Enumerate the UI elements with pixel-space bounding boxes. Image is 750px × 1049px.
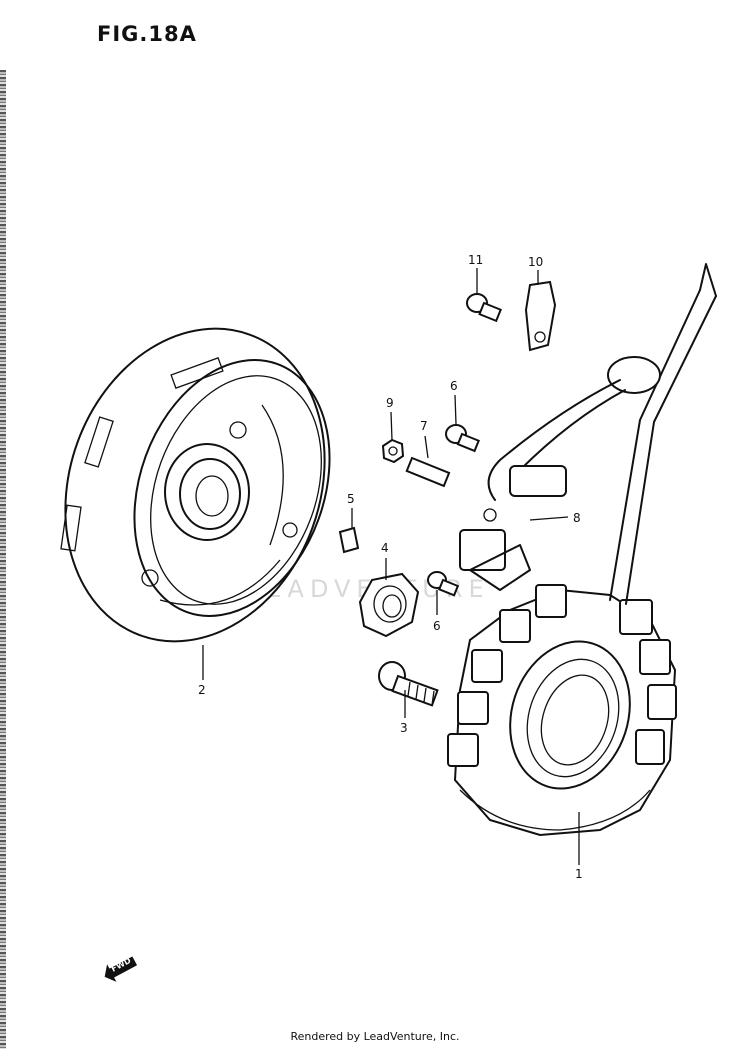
callout-7[interactable]: 7 [420,419,428,433]
fwd-arrow-icon [104,956,138,982]
callout-5[interactable]: 5 [347,492,355,506]
leader-lines [202,268,580,865]
callout-4[interactable]: 4 [381,541,389,555]
wiring-harness [487,263,717,605]
flywheel-rotor[interactable] [23,292,367,678]
stud-7[interactable] [405,456,451,488]
screw-6-lower[interactable] [427,571,460,597]
callout-8[interactable]: 8 [573,511,581,525]
screw-6-upper[interactable] [445,424,480,453]
rotor-bolt-3[interactable] [378,661,439,707]
callout-11[interactable]: 11 [468,253,483,267]
callout-6-upper[interactable]: 6 [450,379,458,393]
callout-9[interactable]: 9 [386,396,394,410]
woodruff-key-5[interactable] [338,526,360,554]
callout-2[interactable]: 2 [198,683,206,697]
figure-title: FIG.18A [97,22,197,46]
clamp-plate[interactable] [524,280,557,352]
stator-assembly[interactable] [447,584,677,837]
pickup-coil[interactable] [459,465,567,591]
callout-6-lower[interactable]: 6 [433,619,441,633]
callout-1[interactable]: 1 [575,867,583,881]
screw-11[interactable] [466,293,502,323]
callout-3[interactable]: 3 [400,721,408,735]
callout-10[interactable]: 10 [528,255,543,269]
rotor-nut-4[interactable] [358,572,420,638]
page-scan-edge [0,70,6,1049]
footer-credit: Rendered by LeadVenture, Inc. [290,1030,460,1043]
